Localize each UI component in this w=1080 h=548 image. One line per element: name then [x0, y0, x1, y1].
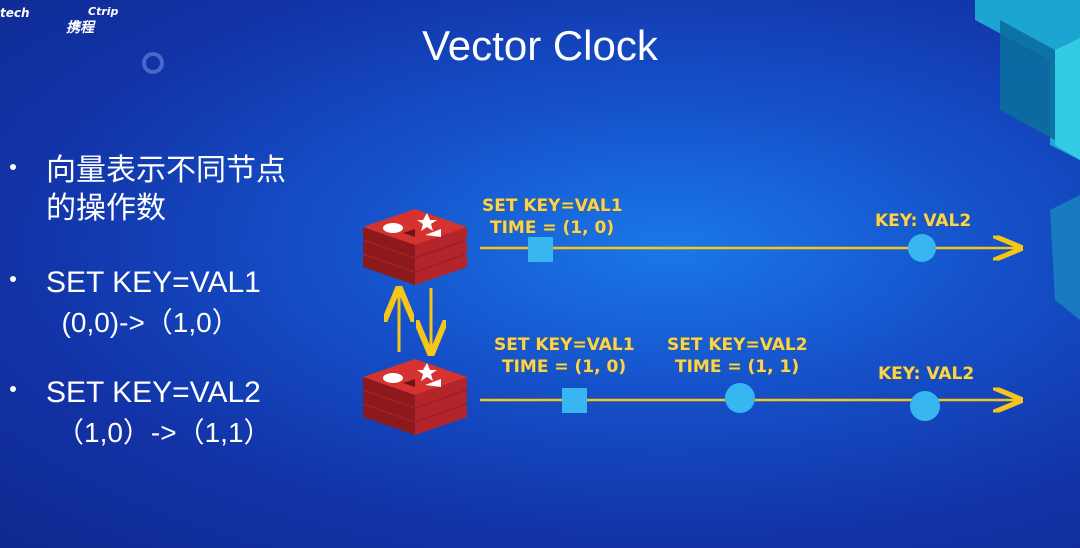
bullet-dot	[10, 386, 16, 392]
bottom-event1-label-2: TIME = (1, 0)	[502, 357, 626, 377]
tech-logo: tech	[0, 6, 30, 20]
bullet-3-line-1: SET KEY=VAL2	[46, 376, 261, 409]
bullet-1-line-1: 向量表示不同节点	[46, 154, 286, 187]
top-event1-label-1: SET KEY=VAL1	[482, 196, 623, 216]
redis-node-top-icon	[363, 209, 467, 285]
bottom-event2-label-1: SET KEY=VAL2	[667, 335, 808, 355]
slide-title: Vector Clock	[422, 22, 658, 69]
bottom-event1-label-1: SET KEY=VAL1	[494, 335, 635, 355]
top-event2-marker	[908, 234, 936, 262]
bottom-event3-label-1: KEY: VAL2	[878, 364, 974, 384]
redis-node-bottom-icon	[363, 359, 467, 435]
bullet-2-line-2: (0,0)->（1,0）	[46, 307, 240, 338]
bottom-event3-marker	[910, 391, 940, 421]
bullet-3-line-2: （1,0）->（1,1）	[56, 417, 272, 448]
bottom-event2-label-2: TIME = (1, 1)	[675, 357, 799, 377]
ctrip-logo: Ctrip 携程	[66, 5, 119, 36]
bottom-event1-marker	[562, 388, 587, 413]
top-event1-label-2: TIME = (1, 0)	[490, 218, 614, 238]
bullet-dot	[10, 276, 16, 282]
bullet-1-line-2: 的操作数	[46, 192, 166, 225]
top-event1-marker	[528, 237, 553, 262]
bullet-dot	[10, 164, 16, 170]
bottom-event2-marker	[725, 383, 755, 413]
bullet-2-line-1: SET KEY=VAL1	[46, 266, 261, 299]
top-event2-label-1: KEY: VAL2	[875, 211, 971, 231]
